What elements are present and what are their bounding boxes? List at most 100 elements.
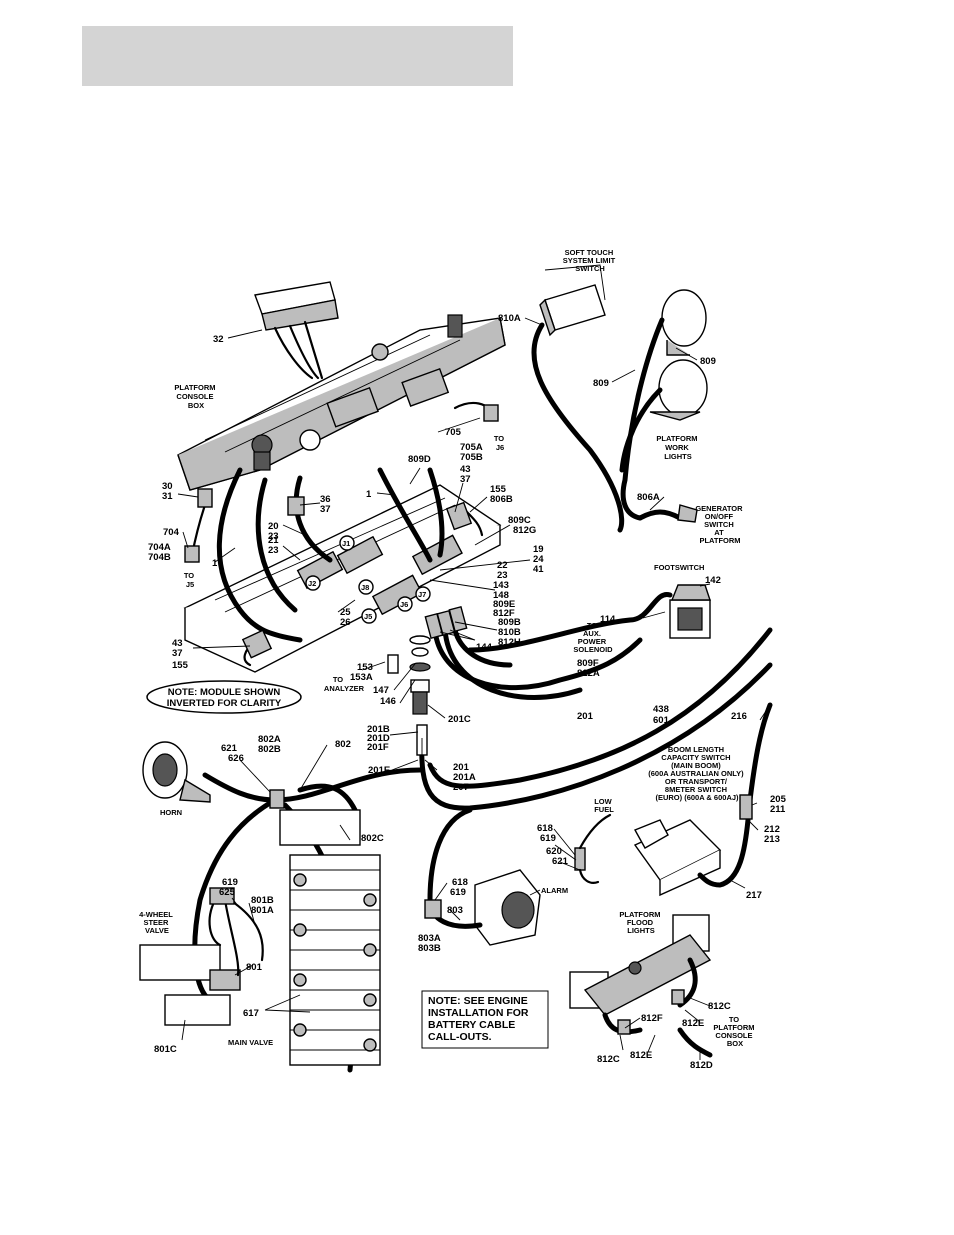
main-valve [279, 809, 381, 1066]
callout-705: 705 [445, 427, 462, 438]
callout-20-23: 20 23 [268, 521, 281, 542]
callout-704: 704 [163, 527, 180, 538]
callout-217: 217 [746, 890, 762, 901]
j5-label: J5 [364, 612, 372, 621]
callout-201b-201d-201f: 201B 201D 201F [367, 724, 392, 753]
j2-label: J2 [308, 579, 316, 588]
callout-803a-803b: 803A 803B [418, 933, 443, 954]
callout-810a: 810A [498, 313, 521, 324]
callout-803: 803 [447, 905, 463, 916]
callout-809c-812g: 809C 812G [508, 515, 536, 536]
callout-201-right: 201 [577, 711, 594, 722]
callout-809f-812a: 809F 812A [577, 658, 601, 679]
callout-155-806b: 155 806B [490, 484, 513, 505]
module-note-rest: MODULE SHOWN [197, 687, 280, 698]
j8-label: J8 [361, 583, 369, 592]
callout-labels: 32 PLATFORM CONSOLE BOX 30 31 704 704A 7… [139, 248, 789, 1071]
callout-620-621: 620 621 [546, 846, 569, 867]
j1-label: J1 [342, 539, 350, 548]
callout-705a-705b: 705A 705B [460, 442, 485, 463]
callout-801c: 801C [154, 1044, 177, 1055]
callout-618-619-lower: 618 619 [450, 877, 471, 898]
label-4-wheel-steer-valve: 4-WHEEL STEER VALVE [139, 910, 175, 935]
label-to-j5: TO J5 [184, 571, 196, 589]
label-platform-flood-lights: PLATFORM FLOOD LIGHTS [619, 910, 662, 935]
callout-801b-801a: 801B 801A [251, 895, 276, 916]
main-cable-201 [416, 627, 773, 811]
callout-21-23: 21 23 [268, 535, 281, 556]
callout-43-37-155-left: 43 37 155 [172, 638, 189, 671]
callout-153-153a: 153 153A [350, 662, 376, 683]
callout-812e-upper: 812E [682, 1018, 704, 1029]
callout-146: 146 [380, 696, 396, 707]
callout-22-group: 22 23 143 148 809E 812F [493, 560, 518, 619]
callout-809-upper: 809 [700, 356, 716, 367]
callout-216: 216 [731, 711, 747, 722]
j7-label: J7 [418, 590, 426, 599]
callout-114: 114 [600, 614, 616, 625]
label-soft-touch-switch: SOFT TOUCH SYSTEM LIMIT SWITCH [563, 248, 618, 273]
label-platform-console-box: PLATFORM CONSOLE BOX [174, 383, 217, 410]
platform-console-box [177, 314, 506, 491]
four-wheel-steer-valve [139, 887, 264, 1026]
callout-438-601: 438 601 [653, 704, 672, 726]
soft-touch-switch [531, 264, 625, 533]
footswitch [467, 584, 711, 653]
callout-205-211: 205 211 [770, 794, 789, 815]
engine-note: NOTE: SEE ENGINE INSTALLATION FOR BATTER… [421, 990, 549, 1049]
callout-802: 802 [335, 739, 351, 750]
callout-809d: 809D [408, 454, 431, 465]
label-main-valve: MAIN VALVE [228, 1038, 273, 1047]
callout-30-31: 30 31 [162, 481, 175, 502]
callout-147: 147 [373, 685, 389, 696]
header-gray-bar [82, 26, 513, 86]
label-low-fuel: LOW FUEL [594, 797, 614, 814]
callout-617: 617 [243, 1008, 259, 1019]
label-alarm: ALARM [541, 886, 568, 895]
grommet-stack [409, 635, 431, 715]
callout-43-37: 43 37 [460, 464, 473, 485]
engine-note-text: NOTE: SEE ENGINE INSTALLATION FOR BATTER… [428, 995, 531, 1043]
platform-flood-lights [569, 914, 713, 1058]
callout-812c-upper: 812C [708, 1001, 731, 1012]
callout-201c: 201C [448, 714, 471, 725]
console-wiring [190, 401, 497, 667]
callout-704a-704b: 704A 704B [148, 542, 173, 563]
alarm [424, 807, 541, 946]
callout-619-625: 619 625 [219, 877, 241, 898]
callout-802c: 802C [361, 833, 384, 844]
callout-32: 32 [213, 334, 224, 345]
callout-806a: 806A [637, 492, 660, 503]
label-to-j6: TO J6 [494, 434, 506, 452]
label-to-platform-console-box: TO PLATFORM CONSOLE BOX [713, 1015, 756, 1048]
label-footswitch: FOOTSWITCH [654, 563, 704, 572]
callout-1-left: 1 [212, 558, 218, 569]
callout-618-619-upper: 618 619 [537, 823, 556, 844]
callout-201e: 201E [368, 765, 390, 776]
callout-801: 801 [246, 962, 263, 973]
label-to-analyzer: TO ANALYZER [324, 675, 365, 693]
callout-1-right: 1 [366, 489, 372, 500]
callout-19-24-41: 19 24 41 [533, 544, 546, 575]
low-fuel-sender [574, 813, 612, 884]
module-note: NOTE: MODULE SHOWN INVERTED FOR CLARITY [146, 680, 302, 714]
boom-length-switch [633, 702, 773, 897]
label-generator-switch: GENERATOR ON/OFF SWITCH AT PLATFORM [695, 504, 744, 545]
module-note-line2: INVERTED FOR CLARITY [167, 698, 282, 709]
leader-lines [177, 317, 771, 1060]
callout-144: 144 [476, 642, 493, 653]
horn [142, 741, 211, 803]
label-platform-work-lights: PLATFORM WORK LIGHTS [656, 434, 699, 461]
callout-812d: 812D [690, 1060, 713, 1071]
callout-812c-lower: 812C [597, 1054, 620, 1065]
label-horn: HORN [160, 808, 182, 817]
callout-142: 142 [705, 575, 721, 586]
callout-25-26: 25 26 [340, 607, 353, 628]
platform-work-lights [619, 289, 708, 523]
callout-809b-810b-812h: 809B 810B 812H [498, 617, 523, 648]
console-connectors [184, 404, 499, 674]
j6-label: J6 [400, 600, 408, 609]
callout-201-201a-207: 201 201A 207 [453, 762, 478, 793]
callout-212-213: 212 213 [764, 824, 783, 845]
